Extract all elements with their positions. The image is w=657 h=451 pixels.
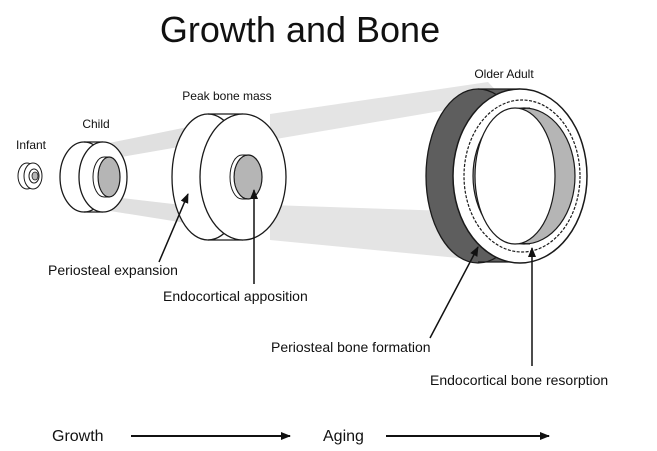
timeline-growth-label: Growth	[52, 428, 104, 445]
infant-bone	[18, 163, 42, 189]
label-peak-bone-mass: Peak bone mass	[182, 89, 271, 103]
label-periosteal-bone-formation: Periosteal bone formation	[271, 339, 431, 355]
label-older-adult: Older Adult	[474, 67, 534, 81]
label-child: Child	[82, 117, 109, 131]
peak-bone	[172, 114, 286, 240]
label-infant: Infant	[16, 138, 47, 152]
label-periosteal-expansion: Periosteal expansion	[48, 262, 178, 278]
timeline-aging-label: Aging	[323, 428, 364, 445]
label-endocortical-bone-resorption: Endocortical bone resorption	[430, 372, 608, 388]
older-adult-bone	[426, 89, 587, 263]
diagram-title: Growth and Bone	[160, 9, 440, 50]
label-endocortical-apposition: Endocortical apposition	[163, 288, 308, 304]
child-bone	[60, 142, 127, 212]
arrow-periosteal-bone-formation	[430, 247, 478, 338]
